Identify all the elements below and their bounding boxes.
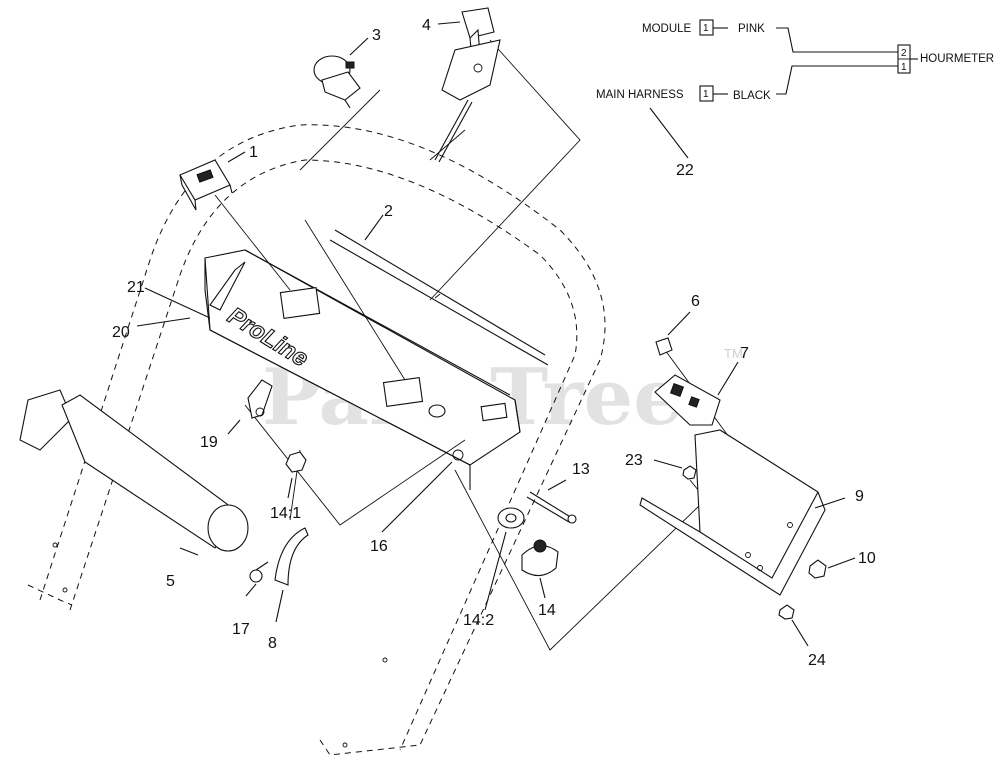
wiring-schematic: MODULE 1 PINK MAIN HARNESS 1 BLACK 2 1 H… [596, 19, 994, 102]
callout-6: 6 [691, 293, 700, 310]
callout-9: 9 [855, 488, 864, 505]
callout-1: 1 [249, 144, 258, 161]
callout-16: 16 [370, 538, 388, 555]
grip-part [19, 389, 249, 552]
callout-21: 21 [127, 279, 145, 296]
key-part [247, 379, 273, 419]
screw-part [249, 561, 269, 583]
wiring-main-harness-label: MAIN HARNESS [596, 89, 684, 101]
nut-part [285, 451, 307, 473]
relay-part [654, 374, 721, 426]
callout-14: 14 [538, 602, 556, 619]
callout-17: 17 [232, 621, 250, 638]
wiring-black-label: BLACK [733, 90, 771, 102]
callout-3: 3 [372, 27, 381, 44]
hourmeter-pin-1: 1 [901, 62, 907, 73]
callout-20: 20 [112, 324, 130, 341]
watermark-trademark: TM [724, 346, 743, 361]
panel-plate [329, 229, 549, 366]
callout-8: 8 [268, 635, 277, 652]
plug-part [655, 337, 673, 356]
callout-19: 19 [200, 434, 218, 451]
handle-frame [27, 124, 606, 756]
callout-14-1: 14:1 [270, 505, 301, 522]
hourmeter-part [179, 159, 233, 211]
callout-10: 10 [858, 550, 876, 567]
callout-14-2: 14:2 [463, 612, 494, 629]
washer-part [497, 507, 525, 529]
callout-numbers: 1 2 3 4 5 6 7 8 9 10 13 14 14:1 14:2 16 … [112, 17, 876, 669]
harness-pin: 1 [703, 89, 709, 100]
callout-4: 4 [422, 17, 431, 34]
nut-10-part [808, 559, 827, 579]
throttle-control-part [434, 7, 501, 163]
callout-24: 24 [808, 652, 826, 669]
callout-7: 7 [740, 345, 749, 362]
clamp-part [274, 527, 309, 586]
callout-13: 13 [572, 461, 590, 478]
wiring-hourmeter-label: HOURMETER [920, 53, 994, 65]
callout-2: 2 [384, 203, 393, 220]
bolt-part [526, 491, 577, 524]
nut-24-part [778, 604, 795, 620]
switch-knob-part [313, 55, 361, 109]
callout-leaders [136, 21, 856, 647]
mounting-bracket-part [639, 429, 826, 596]
hourmeter-pin-2: 2 [901, 48, 907, 59]
wiring-pink-label: PINK [738, 23, 765, 35]
wiring-module-label: MODULE [642, 23, 692, 35]
module-pin: 1 [703, 23, 709, 34]
screw-23-part [682, 465, 697, 480]
ignition-switch-part [521, 539, 559, 577]
callout-22: 22 [676, 162, 694, 179]
callout-23: 23 [625, 452, 643, 469]
callout-5: 5 [166, 573, 175, 590]
